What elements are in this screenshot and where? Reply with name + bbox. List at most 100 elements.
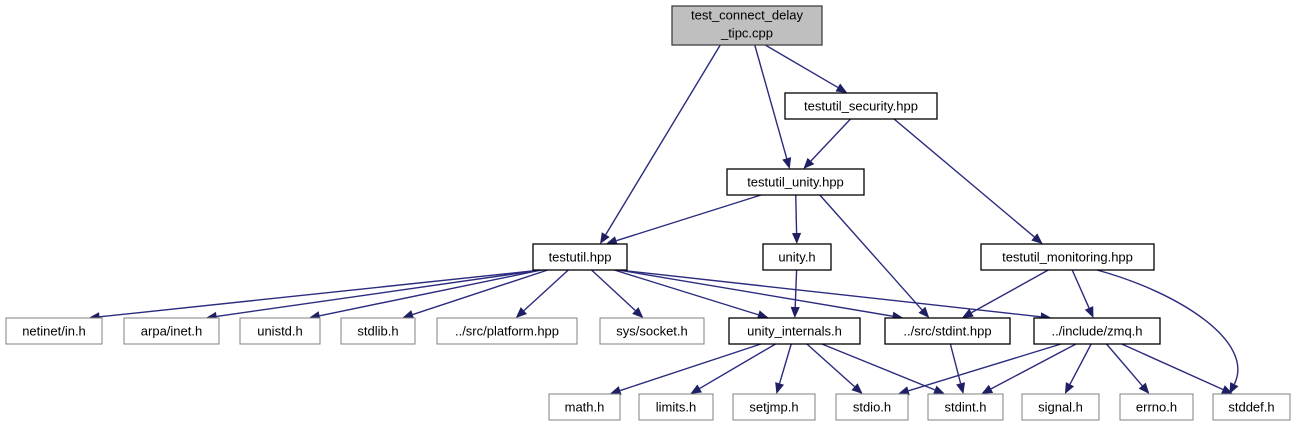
node-box-stdlib[interactable]	[340, 317, 416, 345]
node-box-syssocket[interactable]	[599, 317, 705, 345]
node-unityh[interactable]: unity.h	[762, 243, 832, 271]
node-box-unityhpp[interactable]	[726, 168, 865, 196]
edge-arrowhead	[515, 307, 527, 318]
node-box-platform[interactable]	[436, 317, 578, 345]
edge-arrowhead	[981, 384, 994, 394]
edge-monitoring-to-stdinthpp	[971, 269, 1049, 314]
edge-arrowhead	[1229, 382, 1239, 394]
edge-arrowhead	[756, 310, 769, 320]
edge-unityh-to-unityint	[794, 269, 798, 308]
edge-stdinthpp-to-stdint	[949, 343, 962, 384]
edge-testutil-to-arpa	[216, 269, 542, 318]
node-box-signal[interactable]	[1021, 393, 1100, 421]
node-stdint[interactable]: stdint.h	[927, 393, 1004, 421]
node-box-unityh[interactable]	[762, 243, 832, 271]
node-box-math[interactable]	[548, 393, 621, 421]
node-syssocket[interactable]: sys/socket.h	[599, 317, 705, 345]
edge-arrowhead	[790, 306, 800, 318]
edge-arrowhead	[933, 385, 945, 395]
edge-root-to-security	[764, 44, 839, 89]
edge-arrowhead	[609, 386, 622, 395]
node-box-unistd[interactable]	[239, 317, 321, 345]
edge-arrowhead	[791, 232, 802, 244]
edge-layer	[88, 44, 1239, 396]
edge-arrowhead	[782, 157, 792, 169]
edge-unityint-to-math	[619, 343, 762, 392]
edge-arrowhead	[402, 310, 415, 319]
edge-root-to-unityhpp	[754, 44, 788, 159]
edge-zmq-to-errno	[1105, 343, 1143, 387]
node-box-limits[interactable]	[638, 393, 714, 421]
edge-arrowhead	[600, 232, 610, 244]
edge-unityint-to-stdio	[806, 343, 855, 388]
node-netinet[interactable]: netinet/in.h	[5, 317, 103, 345]
node-monitoring[interactable]: testutil_monitoring.hpp	[980, 243, 1155, 271]
edge-testutil-to-unityint	[614, 269, 759, 316]
edge-arrowhead	[897, 386, 910, 396]
node-box-arpa[interactable]	[123, 317, 220, 345]
edge-monitoring-to-zmq	[1071, 269, 1090, 309]
node-box-monitoring[interactable]	[980, 243, 1155, 271]
node-arpa[interactable]: arpa/inet.h	[123, 317, 220, 345]
node-stdinthpp[interactable]: ../src/stdint.hpp	[884, 317, 1011, 345]
edge-arrowhead	[1138, 382, 1150, 394]
edge-arrowhead	[851, 383, 863, 394]
edge-unityint-to-setjmp	[778, 343, 792, 384]
node-security[interactable]: testutil_security.hpp	[784, 92, 938, 120]
edge-unityhpp-to-testutil	[616, 194, 762, 242]
edge-security-to-monitoring	[893, 118, 1035, 238]
edge-arrowhead	[918, 306, 930, 318]
edge-security-to-unityhpp	[810, 118, 852, 162]
edge-unityint-to-stdint	[821, 343, 936, 391]
node-box-unityint[interactable]	[728, 317, 861, 345]
node-platform[interactable]: ../src/platform.hpp	[436, 317, 578, 345]
node-signal[interactable]: signal.h	[1021, 393, 1100, 421]
node-unityint[interactable]: unity_internals.h	[728, 317, 861, 345]
edge-unityint-to-limits	[699, 343, 776, 390]
node-box-root[interactable]	[671, 5, 823, 46]
edge-monitoring-to-stddef	[1096, 269, 1239, 385]
node-zmq[interactable]: ../include/zmq.h	[1033, 317, 1161, 345]
edge-arrowhead	[1031, 233, 1043, 244]
node-errno[interactable]: errno.h	[1119, 393, 1194, 421]
node-stddef[interactable]: stddef.h	[1212, 393, 1291, 421]
node-box-testutil[interactable]	[532, 243, 628, 271]
node-box-netinet[interactable]	[5, 317, 103, 345]
node-stdlib[interactable]: stdlib.h	[340, 317, 416, 345]
node-box-stdint[interactable]	[927, 393, 1004, 421]
node-box-stdio[interactable]	[835, 393, 909, 421]
edge-unityhpp-to-stdinthpp	[819, 194, 923, 311]
node-box-setjmp[interactable]	[732, 393, 816, 421]
edge-zmq-to-stdio	[908, 343, 1062, 392]
node-limits[interactable]: limits.h	[638, 393, 714, 421]
node-root[interactable]: test_connect_delay_tipc.cpp	[671, 5, 823, 46]
node-unistd[interactable]: unistd.h	[239, 317, 321, 345]
node-unityhpp[interactable]: testutil_unity.hpp	[726, 168, 865, 196]
node-box-security[interactable]	[784, 92, 938, 120]
edge-zmq-to-stddef	[1121, 343, 1224, 391]
node-box-zmq[interactable]	[1033, 317, 1161, 345]
node-stdio[interactable]: stdio.h	[835, 393, 909, 421]
edge-zmq-to-stdint	[990, 343, 1077, 390]
edge-testutil-to-zmq	[618, 269, 1041, 318]
edge-arrowhead	[605, 236, 618, 246]
edge-arrowhead	[835, 83, 848, 93]
edge-arrowhead	[803, 157, 815, 169]
node-box-stddef[interactable]	[1212, 393, 1291, 421]
node-box-errno[interactable]	[1119, 393, 1194, 421]
edge-root-to-testutil	[605, 44, 721, 235]
edge-arrowhead	[775, 382, 784, 394]
edge-testutil-to-platform	[523, 269, 569, 312]
node-setjmp[interactable]: setjmp.h	[732, 393, 816, 421]
node-math[interactable]: math.h	[548, 393, 621, 421]
edge-testutil-to-syssocket	[591, 269, 636, 312]
edge-testutil-to-stdinthpp	[618, 269, 893, 317]
edge-arrowhead	[956, 382, 966, 394]
edge-zmq-to-signal	[1069, 343, 1092, 385]
node-testutil[interactable]: testutil.hpp	[532, 243, 628, 271]
node-box-stdinthpp[interactable]	[884, 317, 1011, 345]
edge-testutil-to-netinet	[99, 269, 542, 318]
edge-unityhpp-to-unityh	[795, 194, 798, 234]
